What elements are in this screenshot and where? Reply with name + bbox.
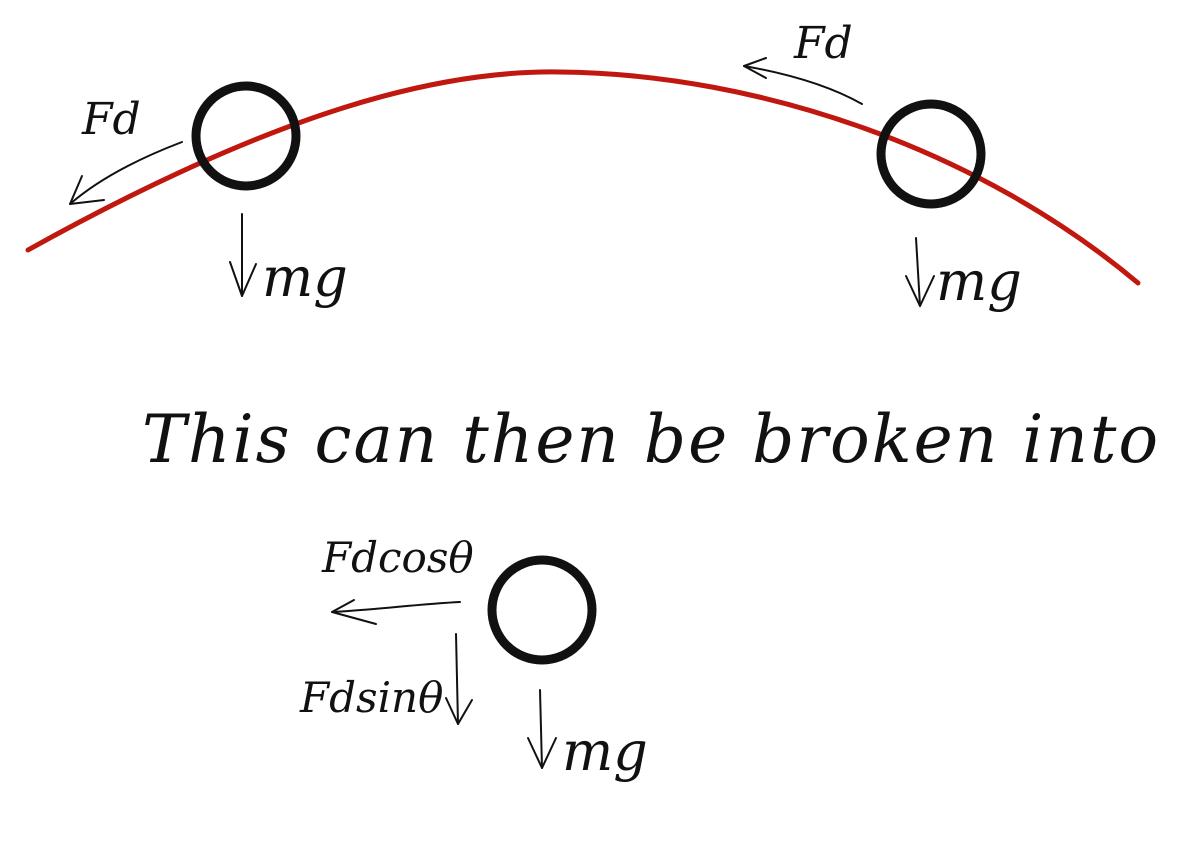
bottom-ball	[487, 555, 597, 665]
right-gravity-arrowhead	[905, 275, 935, 307]
right-gravity-arrow	[915, 237, 921, 307]
caption-sentence: This can then be broken into	[142, 401, 1160, 478]
vertical-component-arrowhead	[445, 697, 473, 725]
bottom-gravity-arrowhead	[527, 737, 557, 769]
bottom-gravity-arrow	[539, 689, 543, 769]
bottom-ball-group: Fdcosθ Fdsinθ mg	[299, 533, 648, 783]
left-drag-arrowhead	[69, 175, 105, 205]
right-drag-arrowhead	[743, 57, 767, 79]
left-gravity-label: mg	[262, 246, 348, 309]
left-ball	[191, 81, 301, 191]
right-gravity-label: mg	[936, 250, 1022, 313]
right-drag-arrow	[743, 65, 863, 105]
vertical-component-label: Fdsinθ	[299, 673, 443, 722]
left-drag-label: Fd	[81, 94, 141, 145]
right-ball-group: Fd mg	[743, 18, 1022, 313]
horizontal-component-arrowhead	[331, 599, 377, 625]
horizontal-component-arrow	[331, 601, 461, 613]
left-gravity-arrowhead	[229, 261, 257, 297]
left-drag-arrow	[69, 141, 183, 205]
vertical-component-arrow	[455, 633, 459, 725]
left-ball-group: Fd mg	[69, 81, 348, 309]
bottom-gravity-label: mg	[562, 720, 648, 783]
horizontal-component-label: Fdcosθ	[321, 533, 474, 582]
right-drag-label: Fd	[793, 18, 853, 69]
right-ball	[876, 99, 986, 209]
